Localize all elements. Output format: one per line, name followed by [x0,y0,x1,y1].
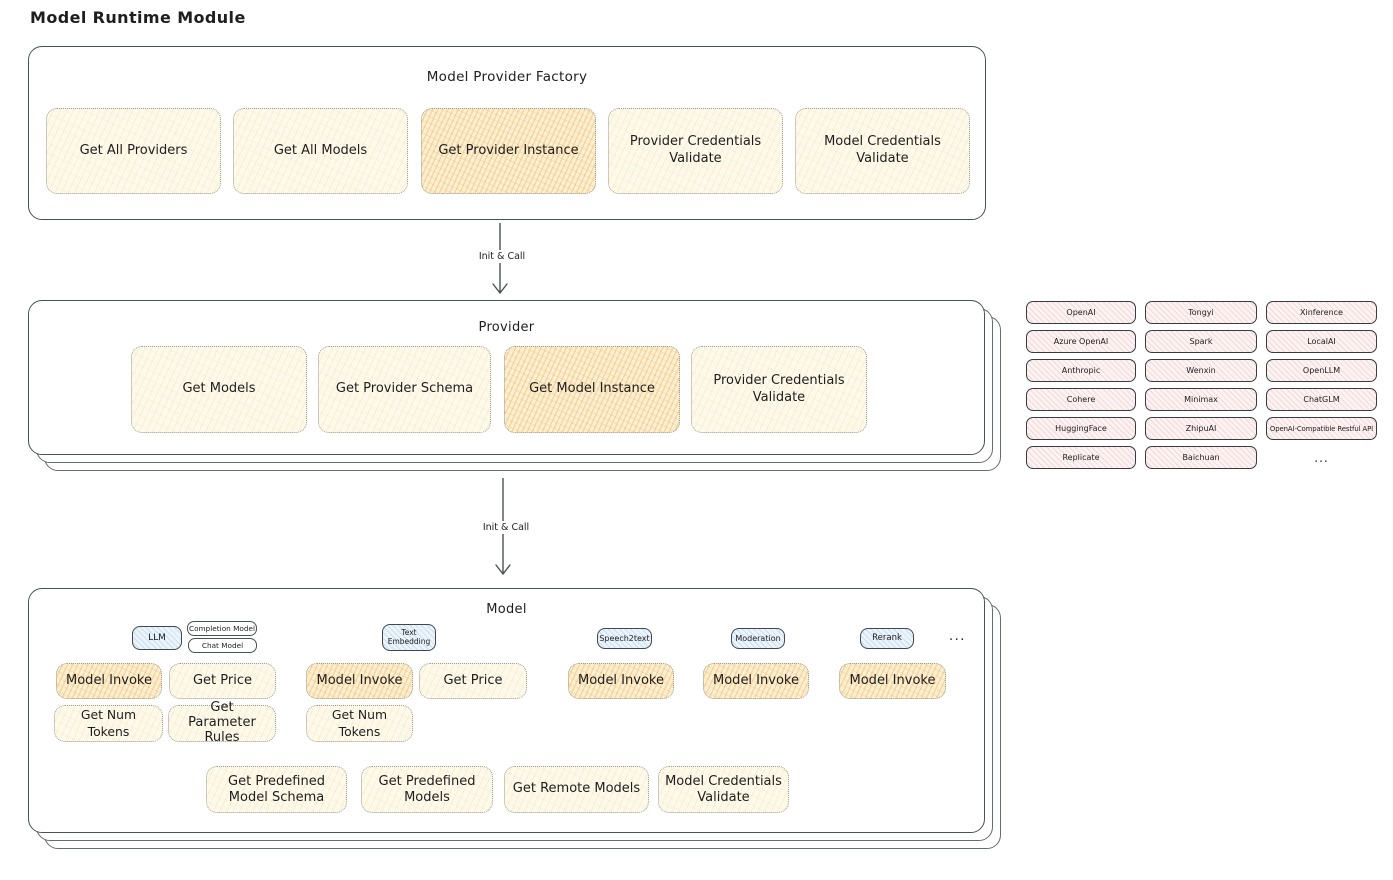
provider-box-get-models: Get Models [131,346,307,433]
common-get-remote-models: Get Remote Models [504,766,649,813]
text-embedding-get-num-tokens: Get Num Tokens [306,705,413,742]
provider-chip-huggingface: HuggingFace [1026,417,1136,440]
provider-chip-replicate: Replicate [1026,446,1136,469]
model-title: Model [486,602,527,617]
factory-title: Model Provider Factory [426,69,588,85]
speech2text-model-invoke: Model Invoke [568,663,674,699]
provider-box-get-provider-schema: Get Provider Schema [318,346,491,433]
tag-moderation: Moderation [731,628,785,649]
tag-completion-model: Completion Model [187,621,257,636]
tag-text-embedding: Text Embedding [382,624,436,651]
llm-get-parameter-rules: Get Parameter Rules [168,700,276,745]
provider-box-get-model-instance: Get Model Instance [504,346,680,433]
provider-chip-anthropic: Anthropic [1026,359,1136,382]
model-card: Model LLM Completion Model Chat Model Te… [28,588,985,833]
common-get-predefined-models: Get Predefined Models [361,766,493,813]
provider-box-provider-credentials-validate: Provider Credentials Validate [691,346,867,433]
providers-grid: OpenAI Tongyi Xinference Azure OpenAI Sp… [1026,301,1377,469]
provider-chip-openai: OpenAI [1026,301,1136,324]
llm-model-invoke: Model Invoke [56,663,162,699]
provider-card: Provider Get Models Get Provider Schema … [28,300,985,455]
factory-box-get-all-models: Get All Models [233,108,408,194]
provider-chip-chatglm: ChatGLM [1266,388,1377,411]
provider-chip-cohere: Cohere [1026,388,1136,411]
moderation-model-invoke: Model Invoke [703,663,809,699]
factory-box-get-all-providers: Get All Providers [46,108,221,194]
factory-card: Model Provider Factory Get All Providers… [28,46,986,220]
llm-get-price: Get Price [169,663,276,699]
provider-chip-baichuan: Baichuan [1145,446,1257,469]
tag-rerank: Rerank [860,628,914,649]
tag-speech2text: Speech2text [597,628,652,649]
tag-more-ellipsis: ... [949,629,966,644]
tag-llm: LLM [132,626,182,650]
provider-chip-xinference: Xinference [1266,301,1377,324]
provider-chip-azure-openai: Azure OpenAI [1026,330,1136,353]
rerank-model-invoke: Model Invoke [839,663,946,699]
more-providers-ellipsis: ... [1314,450,1329,465]
tag-chat-model: Chat Model [188,638,257,653]
arrow-label-init-call-1: Init & Call [470,250,534,263]
provider-chip-wenxin: Wenxin [1145,359,1257,382]
factory-box-model-credentials-validate: Model Credentials Validate [795,108,970,194]
factory-box-provider-credentials-validate: Provider Credentials Validate [608,108,783,194]
provider-chip-tongyi: Tongyi [1145,301,1257,324]
provider-chip-openai-compatible: OpenAI-Compatible Restful API [1266,417,1377,440]
provider-chip-zhipuai: ZhipuAI [1145,417,1257,440]
provider-chip-openllm: OpenLLM [1266,359,1377,382]
provider-chip-spark: Spark [1145,330,1257,353]
text-embedding-get-price: Get Price [419,663,527,699]
provider-title: Provider [478,320,535,335]
page-title: Model Runtime Module [30,8,246,27]
provider-chip-minimax: Minimax [1145,388,1257,411]
factory-box-get-provider-instance: Get Provider Instance [421,108,596,194]
llm-get-num-tokens: Get Num Tokens [54,705,163,742]
text-embedding-model-invoke: Model Invoke [306,663,413,699]
common-model-credentials-validate: Model Credentials Validate [658,766,789,813]
provider-chip-localai: LocalAI [1266,330,1377,353]
arrow-label-init-call-2: Init & Call [474,521,538,534]
common-get-predefined-model-schema: Get Predefined Model Schema [206,766,347,813]
